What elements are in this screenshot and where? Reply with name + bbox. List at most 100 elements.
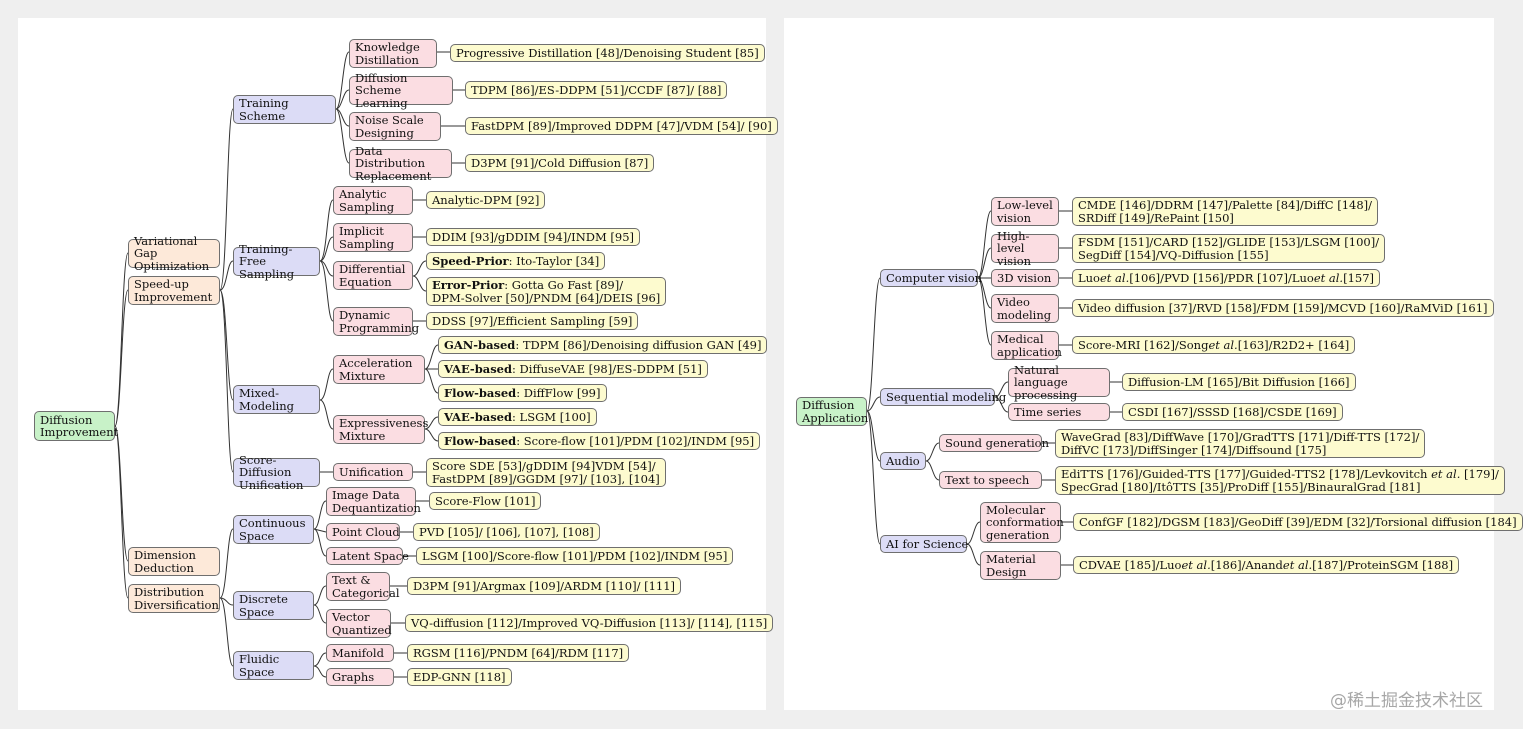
node-sequential-modeling: Sequential modeling — [880, 388, 1006, 406]
refs-sound-line2: DiffVC [173]/DiffSinger [174]/Diffsound … — [1061, 442, 1327, 457]
refs-sound-generation: WaveGrad [83]/DiffWave [170]/GradTTS [17… — [1055, 429, 1426, 458]
refs-error-prior: Error-Prior: Gotta Go Fast [89]/ DPM-Sol… — [426, 277, 667, 306]
refs-time-series: CSDI [167]/SSSD [168]/CSDE [169] — [1122, 403, 1343, 421]
node-knowledge-distillation: Knowledge Distillation — [349, 39, 437, 68]
refs-molecular-conformation: ConfGF [182]/DGSM [183]/GeoDiff [39]/EDM… — [1073, 513, 1523, 531]
node-latent-space: Latent Space — [326, 547, 409, 565]
node-training-free-sampling: Training-Free Sampling — [233, 243, 320, 280]
refs-sound-line1: WaveGrad [83]/DiffWave [170]/GradTTS [17… — [1061, 430, 1420, 444]
node-text-categorical: Text & Categorical — [326, 572, 400, 601]
node-video-modeling: Video modeling — [991, 294, 1059, 323]
node-text-to-speech: Text to speech — [939, 471, 1042, 489]
refs-vae-based-acc-bold: VAE-based — [444, 361, 513, 376]
refs-mat-i2: et al. — [1282, 557, 1313, 572]
node-score-diffusion-unification: Score-Diffusion Unification — [233, 454, 320, 491]
node-medical-application: Medical application — [991, 331, 1062, 360]
refs-3d-i2: et al. — [1313, 270, 1344, 285]
node-computer-vision: Computer vision — [880, 269, 982, 287]
refs-low-level-line1: CMDE [146]/DDRM [147]/Palette [84]/DiffC… — [1078, 198, 1373, 212]
refs-manifold: RGSM [116]/PNDM [64]/RDM [117] — [407, 644, 630, 662]
refs-3d-i1: et al. — [1099, 270, 1130, 285]
refs-vae-based-acc-text: : DiffuseVAE [98]/ES-DDPM [51] — [512, 361, 702, 376]
refs-nlp: Diffusion-LM [165]/Bit Diffusion [166] — [1122, 373, 1356, 391]
refs-unification-line2: FastDPM [89]/GGDM [97]/ [103], [104] — [432, 471, 660, 486]
refs-med-i1: et al. — [1208, 337, 1238, 352]
node-data-distribution-replacement: Data Distribution Replacement — [349, 145, 452, 182]
refs-text-categorical: D3PM [91]/Argmax [109]/ARDM [110]/ [111] — [407, 577, 682, 595]
node-fluidic-space: Fluidic Space — [233, 651, 314, 680]
refs-tts-line2: SpecGrad [180]/ItôTTS [35]/ProDiff [155]… — [1061, 479, 1421, 494]
refs-vae-based-exp-text: : LSGM [100] — [512, 409, 591, 424]
refs-graphs: EDP-GNN [118] — [407, 668, 512, 686]
node-sound-generation: Sound generation — [939, 434, 1049, 452]
refs-mat-i1: et al. — [1181, 557, 1211, 572]
node-implicit-sampling: Implicit Sampling — [333, 223, 413, 252]
refs-low-level-line2: SRDiff [149]/RePaint [150] — [1078, 210, 1234, 225]
refs-text-to-speech: EdiTTS [176]/Guided-TTS [177]/Guided-TTS… — [1055, 466, 1505, 495]
refs-diffusion-scheme-learning: TDPM [86]/ES-DDPM [51]/CCDF [87]/ [88] — [465, 81, 728, 99]
node-diffusion-scheme-learning: Diffusion Scheme Learning — [349, 72, 453, 109]
node-image-data-dequantization: Image Data Dequantization — [326, 487, 421, 516]
refs-vector-quantized: VQ-diffusion [112]/Improved VQ-Diffusion… — [405, 614, 774, 632]
refs-3d-p3: [157] — [1343, 270, 1375, 285]
refs-flow-based-acc: Flow-based: DiffFlow [99] — [438, 384, 607, 402]
node-acceleration-mixture: Acceleration Mixture — [333, 355, 425, 384]
refs-vae-based-acc: VAE-based: DiffuseVAE [98]/ES-DDPM [51] — [438, 360, 708, 378]
refs-high-level-line1: FSDM [151]/CARD [152]/GLIDE [153]/LSGM [… — [1078, 235, 1380, 249]
node-high-level-vision: High-level vision — [991, 230, 1059, 267]
refs-unification: Score SDE [53]/gDDIM [94]VDM [54]/ FastD… — [426, 458, 666, 487]
node-low-level-vision: Low-level vision — [991, 197, 1059, 226]
node-manifold: Manifold — [326, 644, 394, 662]
node-speed-up: Speed-up Improvement — [128, 276, 220, 305]
refs-material-design: CDVAE [185]/Luo et al. [186]/Anand et al… — [1073, 556, 1460, 574]
refs-error-prior-line2: DPM-Solver [50]/PNDM [64]/DEIS [96] — [432, 290, 661, 305]
node-vector-quantized: Vector Quantized — [326, 609, 392, 638]
refs-high-level-vision: FSDM [151]/CARD [152]/GLIDE [153]/LSGM [… — [1072, 234, 1386, 263]
node-molecular-conformation: Molecular conformation generation — [980, 502, 1064, 543]
node-audio: Audio — [880, 452, 926, 470]
refs-flow-based-acc-text: : DiffFlow [99] — [516, 385, 601, 400]
refs-video-modeling: Video diffusion [37]/RVD [158]/FDM [159]… — [1072, 299, 1494, 317]
refs-med-p1: Score-MRI [162]/Song — [1078, 337, 1209, 352]
node-unification: Unification — [333, 463, 413, 481]
refs-medical-application: Score-MRI [162]/Song et al. [163]/R2D2+ … — [1072, 336, 1356, 354]
refs-speed-prior-bold: Speed-Prior — [432, 253, 509, 268]
refs-mat-p2: [186]/Anand — [1210, 557, 1283, 572]
node-dimension-deduction: Dimension Deduction — [128, 547, 220, 576]
node-ai-for-science: AI for Science — [880, 535, 968, 553]
refs-data-distribution-replacement: D3PM [91]/Cold Diffusion [87] — [465, 154, 655, 172]
node-mixed-modeling: Mixed- Modeling — [233, 385, 320, 414]
node-point-cloud: Point Cloud — [326, 523, 400, 541]
node-3d-vision: 3D vision — [991, 269, 1059, 287]
refs-gan-based-text: : TDPM [86]/Denoising diffusion GAN [49] — [515, 337, 762, 352]
refs-dynamic-programming: DDSS [97]/Efficient Sampling [59] — [426, 312, 639, 330]
refs-tts-p1: EdiTTS [176]/Guided-TTS [177]/Guided-TTS… — [1061, 467, 1432, 481]
node-distribution-diversification: Distribution Diversification — [128, 584, 220, 613]
right-panel — [784, 18, 1494, 710]
refs-3d-vision: Luo et al. [106]/PVD [156]/PDR [107]/Luo… — [1072, 269, 1381, 287]
refs-tts-line1: EdiTTS [176]/Guided-TTS [177]/Guided-TTS… — [1061, 468, 1499, 481]
node-differential-equation: Differential Equation — [333, 261, 413, 290]
node-graphs: Graphs — [326, 668, 394, 686]
node-discrete-space: Discrete Space — [233, 591, 314, 620]
refs-vae-based-exp-bold: VAE-based — [444, 409, 513, 424]
refs-knowledge-distillation: Progressive Distillation [48]/Denoising … — [450, 44, 765, 62]
node-expressiveness-mixture: Expressiveness Mixture — [333, 415, 428, 444]
node-variational-gap: Variational Gap Optimization — [128, 235, 220, 272]
refs-mat-p3: [187]/ProteinSGM [188] — [1312, 557, 1454, 572]
refs-tts-i1: et al. — [1431, 467, 1461, 481]
refs-tts-p2: [179]/ — [1460, 467, 1499, 481]
refs-implicit-sampling: DDIM [93]/gDDIM [94]/INDM [95] — [426, 228, 641, 246]
refs-mat-p1: CDVAE [185]/Luo — [1079, 557, 1182, 572]
node-noise-scale-designing: Noise Scale Designing — [349, 112, 441, 141]
refs-med-p2: [163]/R2D2+ [164] — [1237, 337, 1350, 352]
node-diffusion-improvement: Diffusion Improvement — [34, 411, 118, 441]
refs-high-level-line2: SegDiff [154]/VQ-Diffusion [155] — [1078, 247, 1269, 262]
refs-point-cloud: PVD [105]/ [106], [107], [108] — [413, 523, 600, 541]
refs-image-dequantization: Score-Flow [101] — [429, 492, 542, 510]
refs-3d-p2: [106]/PVD [156]/PDR [107]/Luo — [1129, 270, 1314, 285]
refs-gan-based: GAN-based: TDPM [86]/Denoising diffusion… — [438, 336, 768, 354]
node-nlp: Natural language processing — [1008, 364, 1110, 401]
refs-flow-based-acc-bold: Flow-based — [444, 385, 517, 400]
refs-vae-based-exp: VAE-based: LSGM [100] — [438, 408, 597, 426]
